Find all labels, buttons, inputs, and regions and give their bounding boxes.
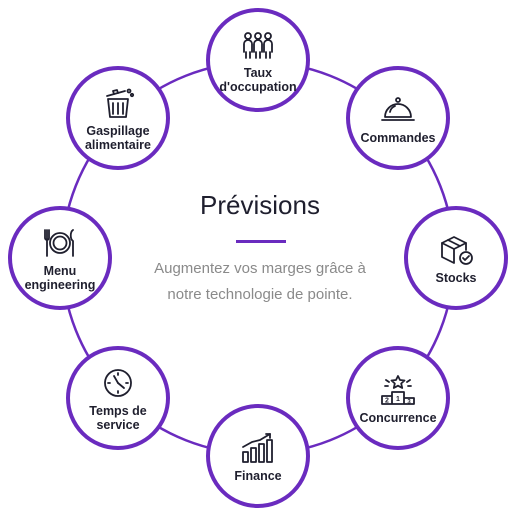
- people-icon: [238, 27, 278, 63]
- podium-icon: 1 2 3: [378, 372, 418, 408]
- node-gaspillage-alimentaire: Gaspillage alimentaire: [66, 66, 170, 170]
- node-menu-engineering: Menu engineering: [8, 206, 112, 310]
- diagram-subtitle: Augmentez vos marges grâce à notre techn…: [154, 260, 366, 303]
- node-taux-occupation: Taux d'occupation: [206, 8, 310, 112]
- diagram-title: Prévisions: [200, 190, 320, 220]
- node-label: Finance: [234, 468, 282, 483]
- node-concurrence: 1 2 3 Concurrence: [346, 346, 450, 450]
- svg-text:2: 2: [385, 397, 389, 404]
- bar-chart-icon: [238, 430, 278, 466]
- node-temps-de-service: Temps de service: [66, 346, 170, 450]
- node-commandes: Commandes: [346, 66, 450, 170]
- node-stocks: Stocks: [404, 206, 508, 310]
- svg-text:3: 3: [407, 399, 411, 405]
- node-label: Taux d'occupation: [219, 65, 297, 94]
- node-label: Gaspillage alimentaire: [84, 123, 151, 152]
- title-underline: [236, 240, 286, 243]
- node-label: Menu engineering: [24, 263, 96, 292]
- clock-icon: [98, 365, 138, 401]
- node-label: Concurrence: [359, 410, 437, 425]
- node-label: Commandes: [360, 130, 436, 145]
- node-label: Stocks: [435, 270, 477, 285]
- svg-text:1: 1: [396, 396, 400, 403]
- trash-icon: [98, 85, 138, 121]
- box-check-icon: [436, 232, 476, 268]
- node-label: Temps de service: [89, 403, 147, 432]
- plate-cutlery-icon: [40, 225, 80, 261]
- cloche-icon: [378, 92, 418, 128]
- node-finance: Finance: [206, 404, 310, 508]
